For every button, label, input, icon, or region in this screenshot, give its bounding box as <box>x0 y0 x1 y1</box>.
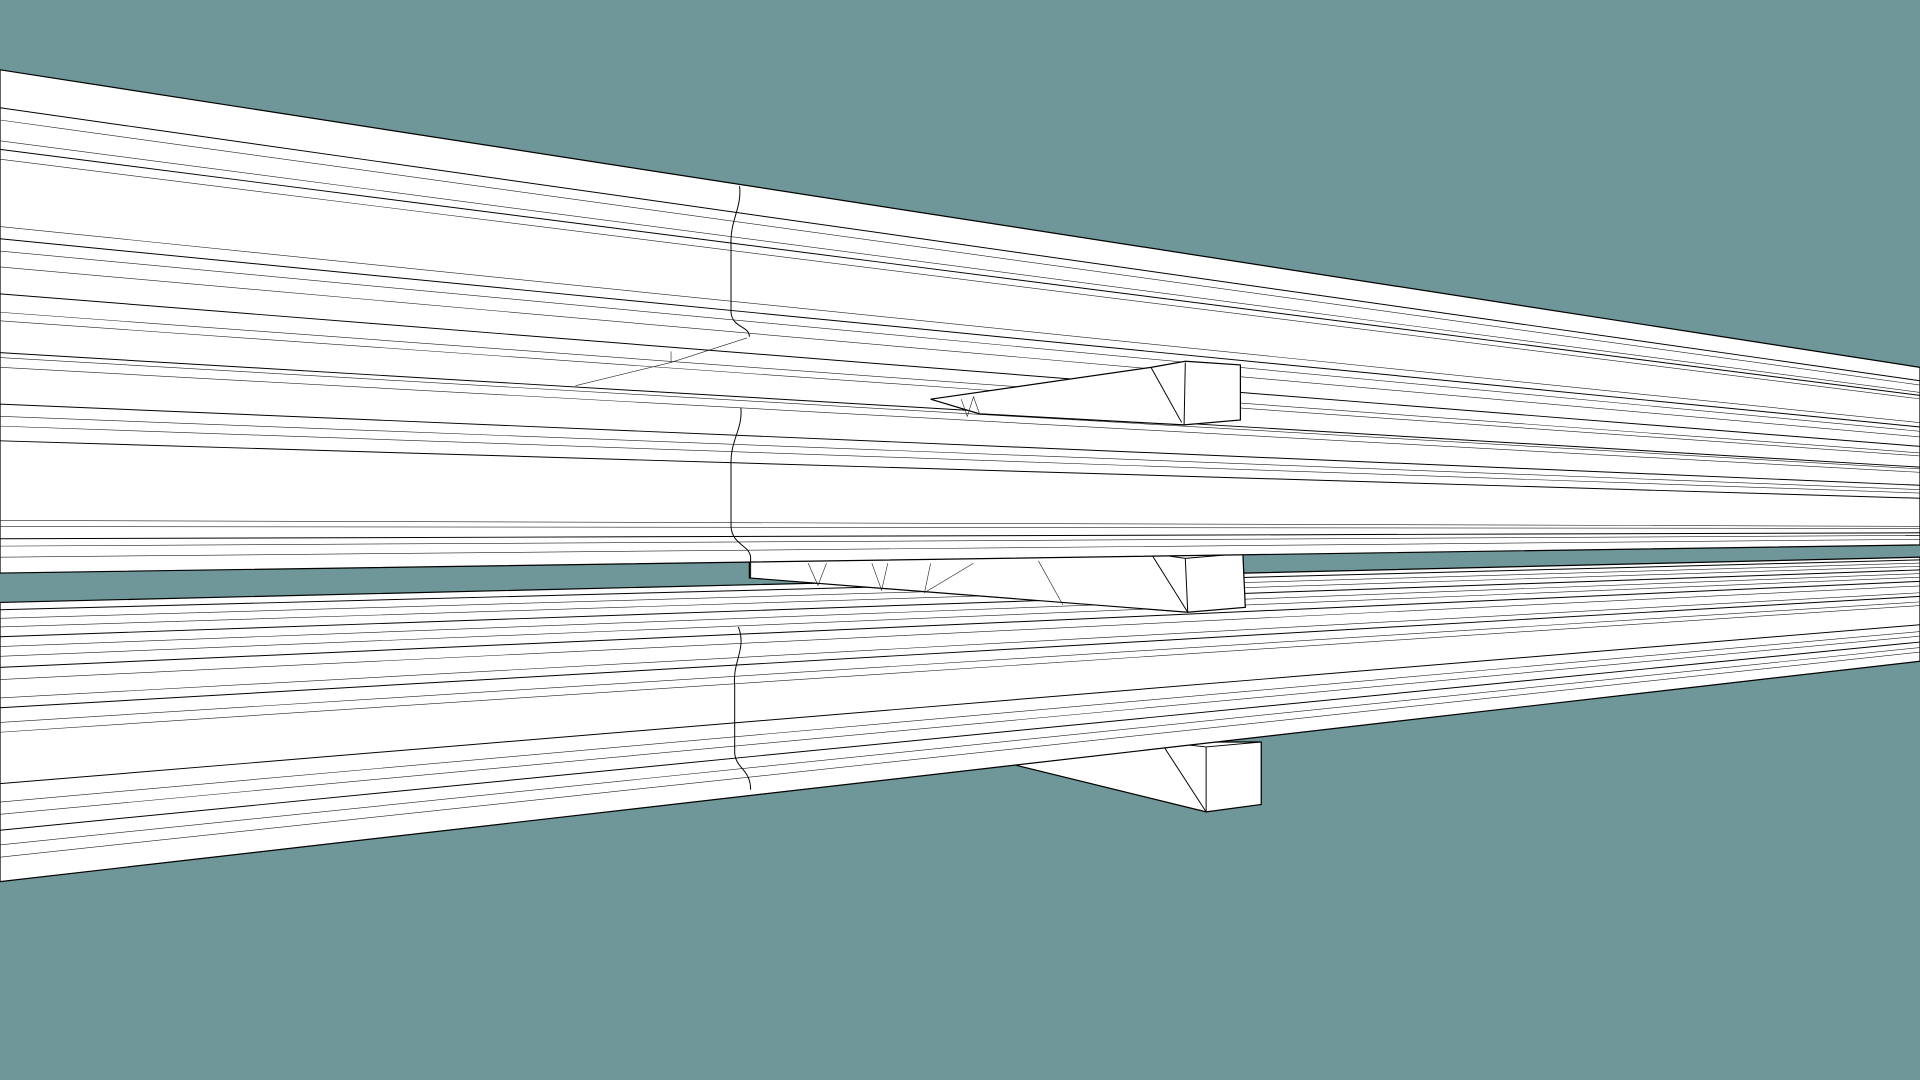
model-edge <box>0 158 1920 400</box>
model-edge <box>0 605 1920 733</box>
upper-support-block <box>575 337 1242 426</box>
model-edge <box>0 266 1920 438</box>
model-edge <box>0 585 1920 680</box>
model-edge <box>0 526 1920 529</box>
model-edge <box>0 635 1920 815</box>
model-edge <box>0 425 1920 494</box>
model-edge <box>0 595 1920 709</box>
model-edge <box>0 601 1920 723</box>
model-edge <box>0 226 1920 423</box>
model-edge <box>0 565 1920 628</box>
model-edge <box>0 238 1920 428</box>
model-edge <box>0 119 1920 386</box>
beam-joints <box>730 186 752 790</box>
model-edge <box>0 532 1920 540</box>
lower-beam <box>0 556 1920 883</box>
model-edge <box>0 535 1920 547</box>
model-edge <box>0 520 1920 527</box>
model-edge <box>0 140 1920 393</box>
model-edge <box>0 641 1920 831</box>
model-edge <box>0 624 1920 785</box>
model-edge <box>0 576 1920 657</box>
model-edge <box>0 293 1920 447</box>
model-edge <box>0 367 1920 473</box>
model-edge <box>0 592 1920 699</box>
model-edge <box>0 631 1920 803</box>
model-edge <box>0 538 1920 558</box>
model-edge <box>0 352 1920 468</box>
model-edge <box>0 440 1920 499</box>
model-edge <box>0 320 1920 457</box>
model-edge <box>0 311 1920 454</box>
model-edge <box>0 580 1920 668</box>
model-edge <box>0 357 1920 470</box>
model-edge <box>0 107 1920 382</box>
model-edge <box>0 647 1920 846</box>
model-edge <box>0 250 1920 432</box>
upper-beam <box>0 69 1920 574</box>
model-edge <box>0 416 1920 490</box>
model-edge <box>0 651 1920 858</box>
model-edge <box>0 569 1920 638</box>
model-edge <box>0 148 1920 396</box>
model-edge <box>0 403 1920 486</box>
model-edge <box>0 573 1920 647</box>
